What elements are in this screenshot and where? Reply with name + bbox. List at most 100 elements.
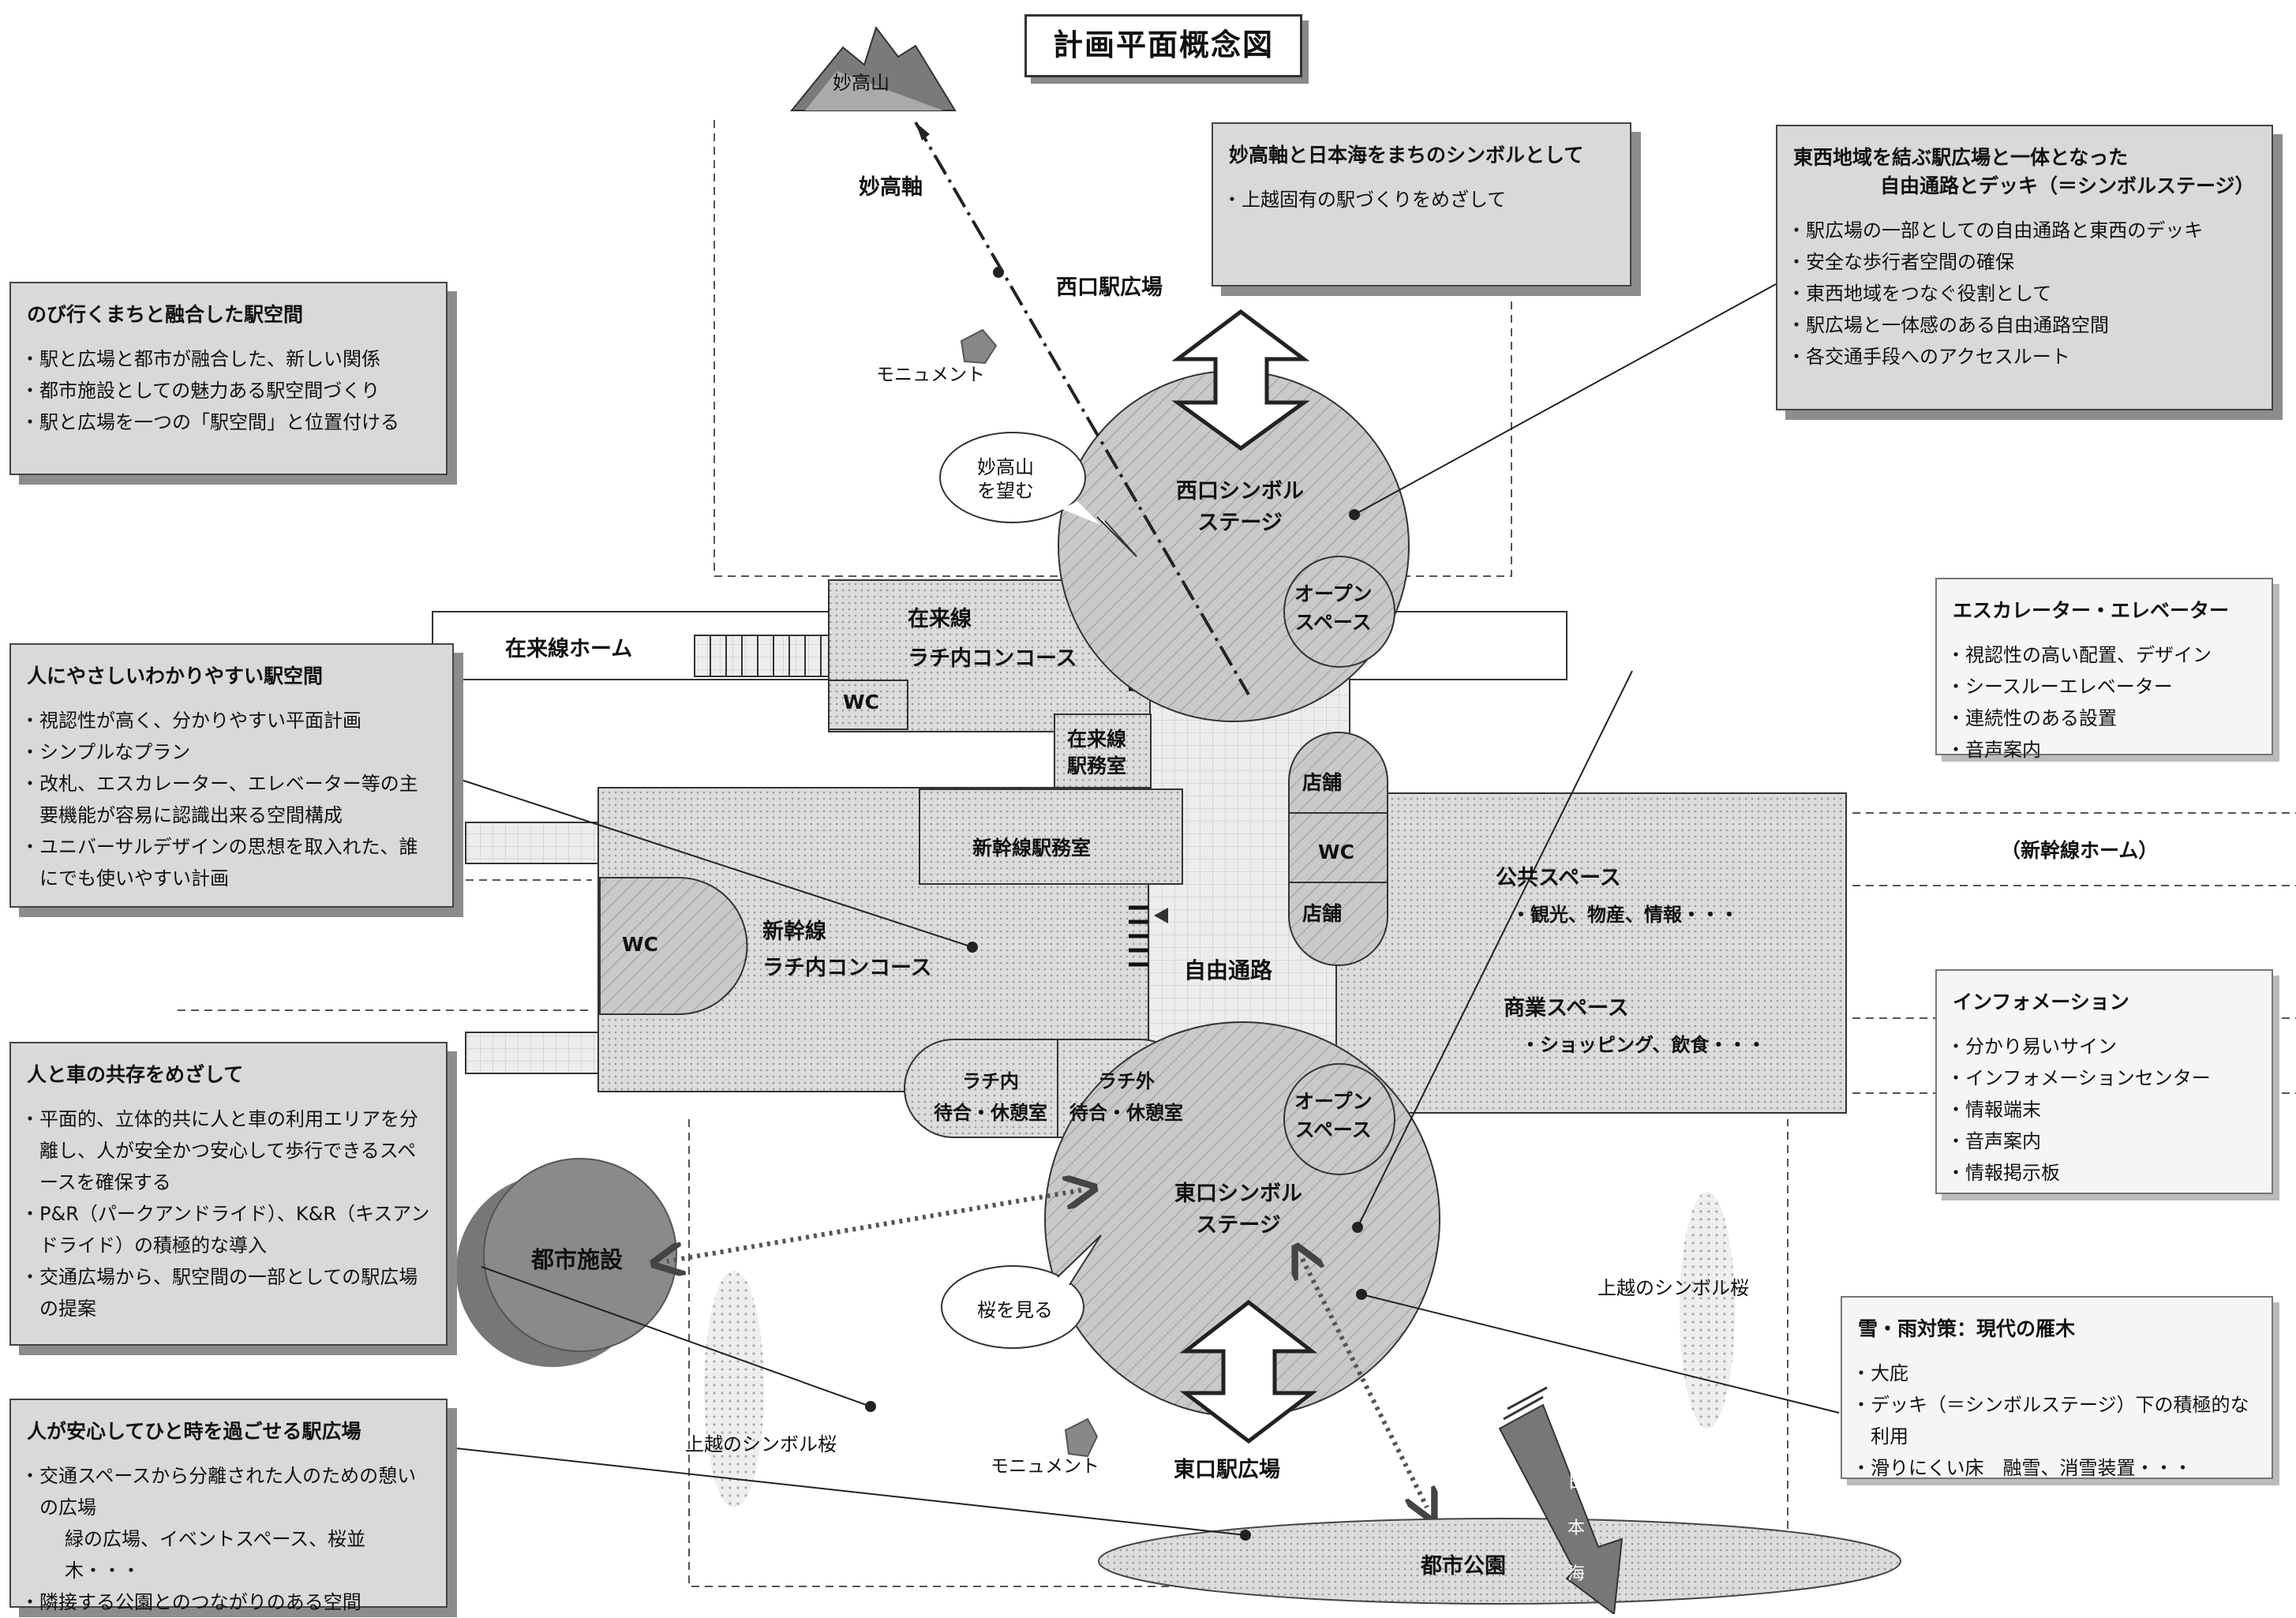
label-west-plaza: 西口駅広場 <box>1056 275 1163 300</box>
box-friendly-item: 改札、エスカレーター、エレベーター等の主要機能が容易に認識出来る空間構成 <box>27 768 436 831</box>
box-escalator-item: 音声案内 <box>1953 734 2256 766</box>
box-east-west-item: 東西地域をつなぐ役割として <box>1793 278 2256 309</box>
label-east-open-space: オープン スペース <box>1294 1088 1373 1144</box>
label-zairai-line2: ラチ内コンコース <box>908 646 1077 671</box>
box-growing-town: のび行くまちと融合した駅空間 駅と広場と都市が融合した、新しい関係 都市施設とし… <box>9 282 448 475</box>
box-friendly-item: 視認性が高く、分かりやすい平面計画 <box>27 705 436 736</box>
shinkansen-stairs <box>465 822 599 1074</box>
box-relax-item: 交通スペースから分離された人のための憩いの広場 <box>27 1460 430 1523</box>
label-shinkansen-line1: 新幹線 <box>762 919 826 944</box>
label-commercial-space: 商業スペース ・ショッピング、飲食・・・ <box>1504 991 1766 1063</box>
label-waiting-inside: ラチ内 待合・休憩室 <box>934 1066 1047 1129</box>
box-escalator: エスカレーター・エレベーター 視認性の高い配置、デザイン シースルーエレベーター… <box>1935 578 2273 761</box>
label-city-facility: 都市施設 <box>531 1246 624 1273</box>
bubble-myoko-text: 妙高山 を望む <box>977 455 1034 503</box>
label-west-open-line2: スペース <box>1294 611 1372 634</box>
label-west-stage: 西口シンボル ステージ <box>1176 476 1304 539</box>
box-east-west-item: 各交通手段へのアクセスルート <box>1793 341 2256 373</box>
label-zairai-concourse: 在来線 ラチ内コンコース <box>908 600 1077 679</box>
label-japan-sea-3: 海 <box>1567 1564 1586 1584</box>
east-double-arrow-icon <box>1179 1299 1318 1444</box>
box-escalator-title: エスカレーター・エレベーター <box>1953 599 2230 622</box>
symbol-sakura-west <box>704 1271 764 1508</box>
myoko-axis-line <box>914 121 1250 696</box>
label-shop-1: 店舗 <box>1302 771 1343 794</box>
box-myoko-title: 妙高軸と日本海をまちのシンボルとして <box>1229 144 1584 167</box>
shinkansen-office <box>919 788 1183 885</box>
label-monument-west: モニュメント <box>876 365 985 385</box>
label-east-plaza: 東口駅広場 <box>1174 1458 1280 1482</box>
box-east-west-item: 安全な歩行者空間の確保 <box>1793 246 2256 278</box>
label-west-stage-line1: 西口シンボル <box>1176 479 1304 504</box>
bubble-myoko-line1: 妙高山 <box>977 456 1034 478</box>
box-snow-rain-item: 大庇 <box>1858 1358 2256 1389</box>
box-east-west-item: 駅広場と一体感のある自由通路空間 <box>1793 309 2256 341</box>
label-shinkansen-office: 新幹線駅務室 <box>972 837 1092 860</box>
label-public-space: 公共スペース ・観光、物産、情報・・・ <box>1496 860 1739 933</box>
label-city-park: 都市公園 <box>1421 1554 1506 1579</box>
box-east-west-title2: 自由通路とデッキ（＝シンボルステージ） <box>1880 174 2255 197</box>
west-double-arrow-icon <box>1171 309 1310 451</box>
public-commercial-area <box>1335 792 1847 1114</box>
label-shinkansen-home: （新幹線ホーム） <box>2001 839 2159 862</box>
label-zairai-office-line2: 駅務室 <box>1067 755 1127 777</box>
label-myoko: 妙高山 <box>833 72 890 94</box>
box-coexist-item: 平面的、立体的共に人と車の利用エリアを分離し、人が安全かつ安心して歩行できるスペ… <box>27 1103 430 1198</box>
shop-column <box>1288 732 1388 966</box>
symbol-sakura-east <box>1680 1192 1735 1429</box>
label-west-stage-line2: ステージ <box>1197 511 1283 535</box>
box-information-item: 情報掲示板 <box>1953 1157 2256 1189</box>
label-west-open-line1: オープン <box>1294 582 1373 605</box>
label-japan-sea: 日 本 海 <box>1567 1460 1585 1597</box>
label-zairai-home: 在来線ホーム <box>505 637 633 661</box>
label-symbol-sakura-west: 上越のシンボル桜 <box>685 1433 837 1455</box>
west-plaza-outline <box>714 120 1512 577</box>
city-park <box>1098 1518 1901 1605</box>
box-myoko-symbol: 妙高軸と日本海をまちのシンボルとして 上越固有の駅づくりをめざして <box>1212 122 1631 287</box>
west-open-space <box>1283 556 1395 668</box>
label-waiting-outside-line2: 待合・休憩室 <box>1069 1102 1183 1124</box>
box-escalator-item: 連続性のある設置 <box>1953 702 2256 734</box>
box-information-item: 情報端末 <box>1953 1094 2256 1125</box>
east-plaza-outline <box>688 1119 1788 1587</box>
label-commercial-sub: ・ショッピング、飲食・・・ <box>1521 1034 1766 1056</box>
label-free-passage: 自由通路 <box>1184 957 1273 983</box>
japan-sea-arrow-icon <box>1498 1386 1624 1614</box>
box-friendly-item: シンプルなプラン <box>27 736 436 768</box>
label-east-stage: 東口シンボル ステージ <box>1174 1178 1302 1242</box>
box-growing-item: 駅と広場を一つの「駅空間」と位置付ける <box>27 406 430 438</box>
label-waiting-outside: ラチ外 待合・休憩室 <box>1069 1066 1183 1129</box>
label-japan-sea-1: 日 <box>1567 1473 1586 1493</box>
label-east-open-line2: スペース <box>1294 1118 1372 1141</box>
label-east-open-line1: オープン <box>1294 1090 1373 1113</box>
box-information-item: 音声案内 <box>1953 1125 2256 1157</box>
label-symbol-sakura-east: 上越のシンボル桜 <box>1597 1277 1749 1299</box>
box-coexist-item: P&R（パークアンドライド）、K&R（キスアンドライド）の積極的な導入 <box>27 1198 430 1261</box>
zairai-stair <box>694 635 831 677</box>
box-friendly: 人にやさしいわかりやすい駅空間 視認性が高く、分かりやすい平面計画 シンプルなプ… <box>9 643 454 908</box>
label-waiting-inside-line1: ラチ内 <box>962 1070 1019 1092</box>
box-myoko-item: 上越固有の駅づくりをめざして <box>1229 184 1614 215</box>
leader-lines <box>453 267 1840 1541</box>
page-title: 計画平面概念図 <box>1024 14 1302 77</box>
label-shinkansen-concourse: 新幹線 ラチ内コンコース <box>762 914 932 987</box>
box-information-title: インフォメーション <box>1953 991 2129 1013</box>
box-coexist: 人と車の共存をめざして 平面的、立体的共に人と車の利用エリアを分離し、人が安全か… <box>9 1042 448 1346</box>
label-zairai-office-line1: 在来線 <box>1067 728 1127 751</box>
box-growing-item: 駅と広場と都市が融合した、新しい関係 <box>27 343 430 375</box>
bubble-myoko-line2: を望む <box>977 480 1034 502</box>
zairai-office <box>1054 713 1152 788</box>
label-east-stage-line2: ステージ <box>1196 1213 1281 1238</box>
box-east-west-title1: 東西地域を結ぶ駅広場と一体となった <box>1793 146 2129 169</box>
mountain-icon <box>789 25 957 111</box>
box-information-item: インフォメーションセンター <box>1953 1062 2256 1094</box>
label-zairai-office: 在来線 駅務室 <box>1067 726 1126 780</box>
label-waiting-outside-line1: ラチ外 <box>1098 1070 1155 1092</box>
label-public-title: 公共スペース <box>1496 866 1621 890</box>
label-monument-east: モニュメント <box>991 1456 1099 1477</box>
dotted-arrow-city <box>667 1190 1081 1261</box>
monument-east-icon <box>1064 1418 1099 1458</box>
bubble-sakura-text: 桜を見る <box>977 1299 1053 1321</box>
bubble-myoko <box>939 432 1137 557</box>
